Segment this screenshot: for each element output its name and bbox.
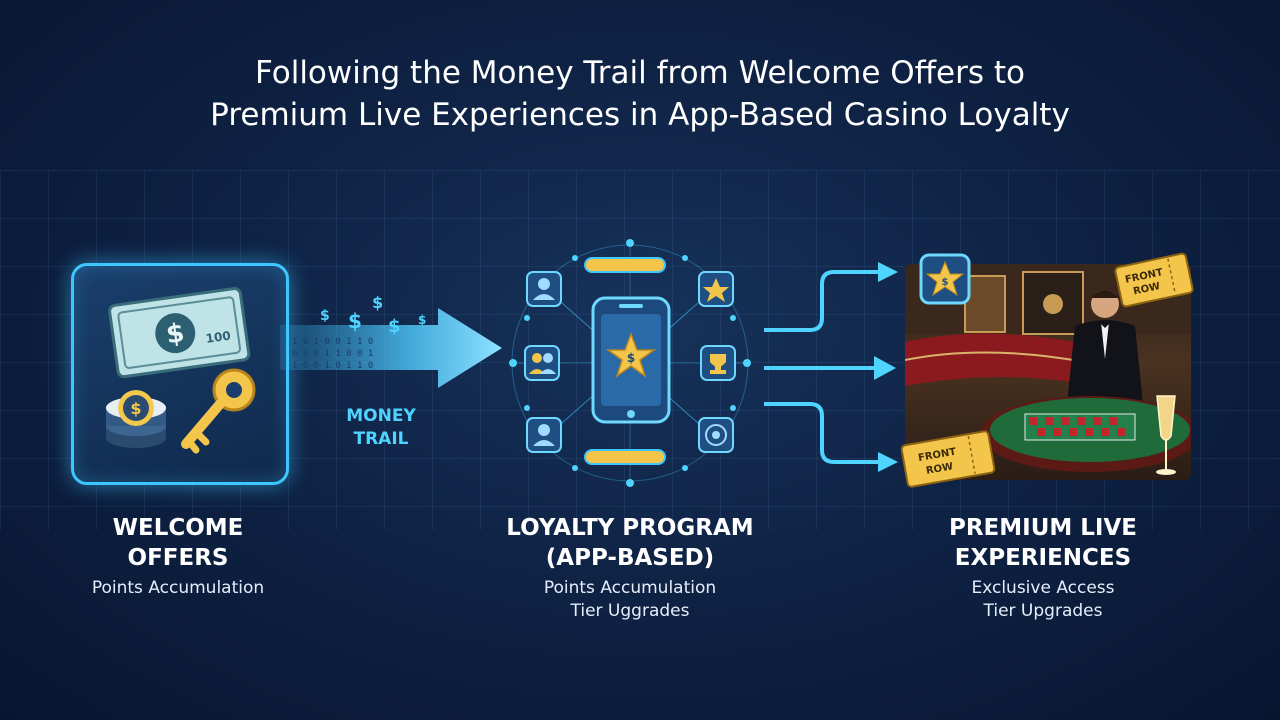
premium-sub-1: Exclusive Access: [971, 578, 1115, 598]
svg-text:1 0 0 1 0 1 1 0: 1 0 0 1 0 1 1 0: [292, 361, 373, 371]
svg-text:$: $: [942, 277, 949, 288]
arrow-right-icon: [874, 262, 898, 472]
loyalty-sub-2: Tier Uggrades: [570, 601, 690, 621]
svg-text:$: $: [348, 309, 362, 333]
svg-text:$: $: [130, 399, 141, 418]
title-line-1: Following the Money Trail from Welcome O…: [255, 55, 1025, 91]
user-icon: [526, 417, 562, 453]
star-badge-icon: $: [919, 253, 971, 305]
loyalty-program-caption: LOYALTY PROGRAM (APP-BASED) Points Accum…: [470, 513, 790, 623]
arrow-right-icon: [280, 308, 502, 388]
trophy-icon: [700, 345, 736, 381]
dollar-sign-icon: $ $ $ $ $: [320, 293, 426, 337]
user-icon: [526, 271, 562, 307]
loyalty-heading-line-2: (APP-BASED): [545, 545, 715, 571]
welcome-offers-caption: WELCOME OFFERS Points Accumulation: [58, 513, 298, 600]
money-trail-label: MONEY TRAIL: [320, 405, 442, 451]
title-line-2: Premium Live Experiences in App-Based Ca…: [210, 97, 1070, 133]
loyalty-heading-line-1: LOYALTY PROGRAM: [506, 515, 754, 541]
svg-text:$: $: [320, 308, 330, 324]
branch-arrows: [764, 262, 898, 472]
welcome-offers-box: $ 100 $: [71, 263, 289, 485]
banknote-icon: $ 100: [108, 287, 251, 379]
premium-experiences-caption: PREMIUM LIVE EXPERIENCES Exclusive Acces…: [900, 513, 1186, 623]
money-trail-label-line-2: TRAIL: [353, 429, 409, 449]
champagne-glass-icon: [1156, 395, 1176, 475]
premium-sub-2: Tier Upgrades: [983, 601, 1103, 621]
loyalty-sub-1: Points Accumulation: [543, 578, 717, 598]
svg-text:1 0 1 0 0 1 1 0: 1 0 1 0 0 1 1 0: [292, 337, 373, 347]
banknote-value: 100: [205, 329, 232, 346]
premium-heading-line-2: EXPERIENCES: [954, 545, 1132, 571]
loyalty-network: $: [509, 239, 751, 487]
svg-text:$: $: [388, 316, 401, 337]
group-icon: [524, 345, 560, 381]
money-trail-label-line-1: MONEY: [346, 406, 416, 426]
svg-text:$: $: [627, 351, 635, 365]
casino-chip-icon: $: [106, 390, 166, 448]
key-icon: [181, 368, 256, 454]
smartphone-star-icon: $: [591, 296, 671, 424]
money-trail-arrow: 1 0 1 0 0 1 1 0 0 1 0 1 1 0 0 1 1 0 0 1 …: [280, 293, 502, 388]
svg-text:$: $: [164, 318, 186, 350]
svg-text:0 1 0 1 1 0 0 1: 0 1 0 1 1 0 0 1: [292, 349, 373, 359]
ticket-bottom-text-2: ROW: [925, 461, 954, 477]
welcome-sub-1: Points Accumulation: [91, 578, 265, 598]
welcome-heading-line-2: OFFERS: [127, 545, 229, 571]
page-title: Following the Money Trail from Welcome O…: [0, 52, 1280, 136]
vip-badge-icon: [698, 417, 734, 453]
ticket-icon: FRONT ROW: [1114, 252, 1194, 308]
svg-text:$: $: [372, 293, 383, 312]
welcome-heading-line-1: WELCOME: [112, 515, 244, 541]
svg-text:$: $: [418, 313, 426, 327]
premium-heading-line-1: PREMIUM LIVE: [948, 515, 1138, 541]
star-badge-icon: [698, 271, 734, 307]
ticket-icon: FRONT ROW: [900, 430, 996, 488]
